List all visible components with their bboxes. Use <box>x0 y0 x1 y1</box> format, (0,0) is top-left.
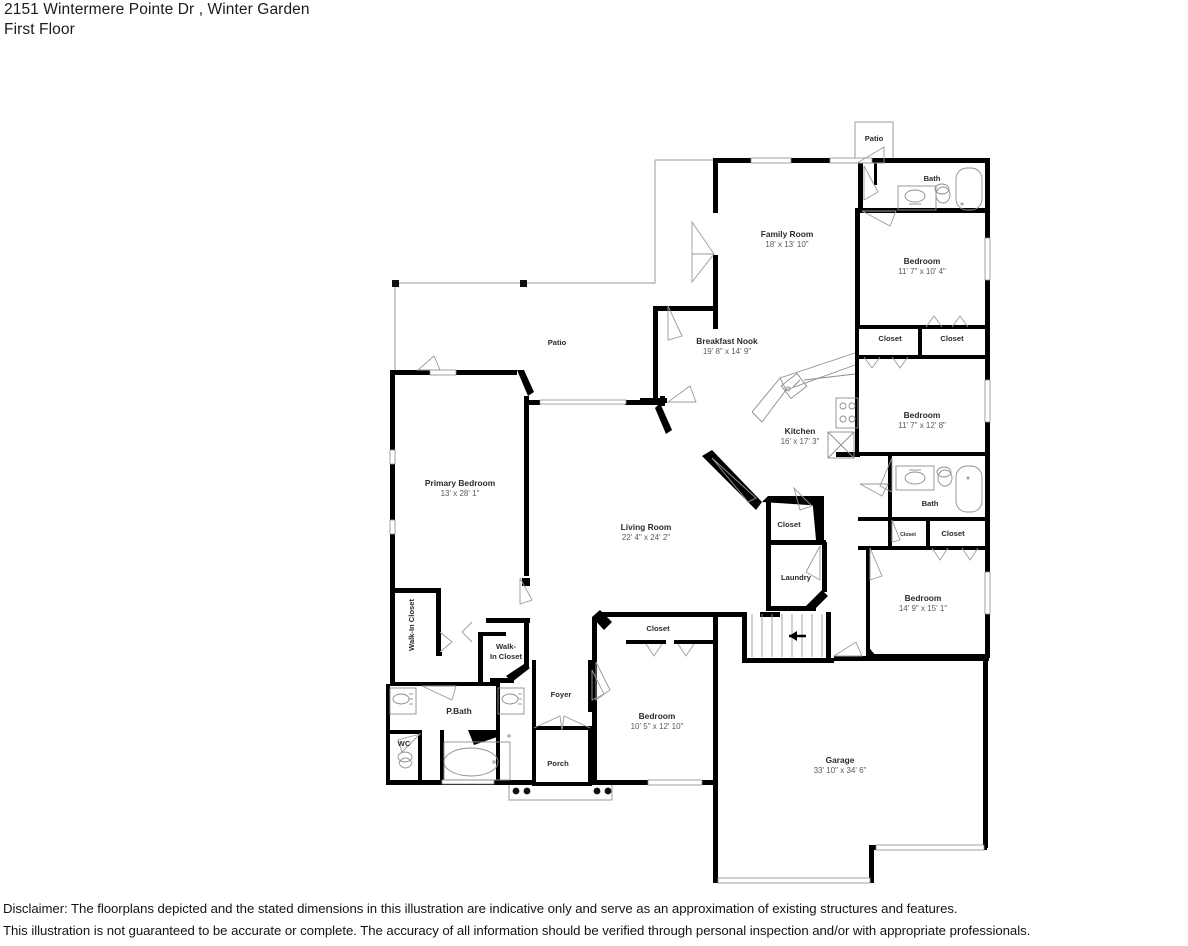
room-name: Bedroom <box>904 410 941 420</box>
room-name: Foyer <box>551 690 572 699</box>
room-name: Laundry <box>781 573 812 582</box>
room-name: Kitchen <box>785 426 816 436</box>
room-dimensions: 33' 10" x 34' 6" <box>814 766 867 775</box>
room-label-foyer: Foyer <box>551 690 572 699</box>
room-name: Closet <box>878 334 902 343</box>
room-name: Walk-In Closet <box>407 599 416 652</box>
room-name: Closet <box>646 624 670 633</box>
room-name: Closet <box>940 334 964 343</box>
room-label-closet-small: Closet <box>900 532 916 538</box>
room-label-patio-top: Patio <box>865 134 884 143</box>
room-dimensions: 10' 5" x 12' 10" <box>631 722 684 731</box>
room-name: Bedroom <box>904 256 941 266</box>
room-dimensions: 22' 4" x 24' 2" <box>622 533 670 542</box>
room-label-laundry: Laundry <box>781 573 812 582</box>
room-label-wc: WC <box>398 739 411 748</box>
room-dimensions: 14' 9" x 15' 1" <box>899 604 947 613</box>
room-name: Patio <box>548 338 567 347</box>
floor-label: First Floor <box>4 21 75 38</box>
room-label-closet-hall: Closet <box>646 624 670 633</box>
room-label-p-bath: P.Bath <box>446 706 471 716</box>
room-label-walkin-closet-r: Walk-In Closet <box>490 642 523 661</box>
room-name: Patio <box>865 134 884 143</box>
disclaimer-line-2: This illustration is not guaranteed to b… <box>3 923 1031 938</box>
doors <box>397 146 979 753</box>
room-name: Bedroom <box>639 711 676 721</box>
plan-header: 2151 Wintermere Pointe Dr , Winter Garde… <box>4 0 704 41</box>
room-label-bath-mid: Bath <box>922 499 939 508</box>
room-label-closet-c: Closet <box>941 529 965 538</box>
room-name: Primary Bedroom <box>425 478 495 488</box>
room-name: Breakfast Nook <box>696 336 758 346</box>
staircase <box>751 614 823 657</box>
room-dimensions: 19' 8" x 14' 9" <box>703 347 751 356</box>
room-label-walkin-closet-l: Walk-In Closet <box>407 599 416 652</box>
room-label-closet-living: Closet <box>777 520 801 529</box>
room-name: Closet <box>941 529 965 538</box>
room-name: P.Bath <box>446 706 471 716</box>
room-name: Walk- <box>496 642 516 651</box>
room-name: Family Room <box>761 229 814 239</box>
room-name-line2: In Closet <box>490 652 523 661</box>
room-dimensions: 13' x 28' 1" <box>441 489 480 498</box>
room-name: Living Room <box>621 522 672 532</box>
stair-direction-arrow <box>789 631 806 641</box>
room-name: WC <box>398 739 411 748</box>
patio-outlines <box>394 121 894 801</box>
windows <box>389 157 991 884</box>
disclaimer-line-1: Disclaimer: The floorplans depicted and … <box>3 901 958 916</box>
room-label-closet-b: Closet <box>940 334 964 343</box>
room-label-closet-a: Closet <box>878 334 902 343</box>
room-name: Garage <box>826 755 855 765</box>
room-label-patio-main: Patio <box>548 338 567 347</box>
room-dimensions: 11' 7" x 10' 4" <box>898 267 946 276</box>
room-label-bath-top: Bath <box>924 174 941 183</box>
room-label-porch: Porch <box>547 759 569 768</box>
room-name: Bath <box>924 174 941 183</box>
room-name: Porch <box>547 759 569 768</box>
room-dimensions: 16' x 17' 3" <box>781 437 820 446</box>
room-name: Closet <box>777 520 801 529</box>
room-dimensions: 18' x 13' 10" <box>765 240 808 249</box>
room-name: Bath <box>922 499 939 508</box>
room-name: Closet <box>900 532 916 538</box>
fixtures <box>389 167 983 795</box>
property-address: 2151 Wintermere Pointe Dr , Winter Garde… <box>4 1 310 18</box>
room-dimensions: 11' 7" x 12' 8" <box>898 421 946 430</box>
disclaimer: Disclaimer: The floorplans depicted and … <box>3 898 1185 942</box>
room-name: Bedroom <box>905 593 942 603</box>
